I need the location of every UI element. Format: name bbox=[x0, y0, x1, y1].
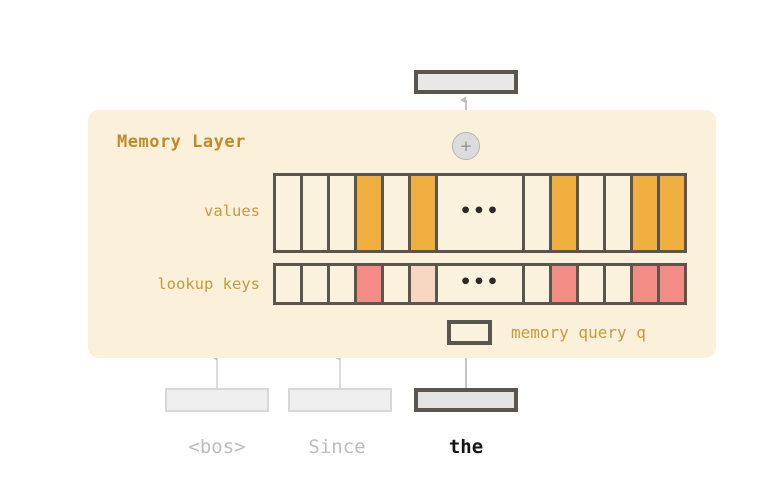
row-label-lookup-keys: lookup keys bbox=[157, 275, 260, 293]
lookup-keys-cell-7 bbox=[525, 266, 549, 302]
memory-query-box[interactable] bbox=[447, 320, 492, 345]
lookup-keys-cell-3 bbox=[357, 266, 381, 302]
lookup-keys-cell-10 bbox=[606, 266, 630, 302]
values-cell-8 bbox=[552, 176, 576, 250]
plus-icon: + bbox=[459, 136, 473, 155]
values-cell-10 bbox=[606, 176, 630, 250]
token-label-bos: <bos> bbox=[188, 436, 246, 458]
memory-query-label: memory query q bbox=[511, 323, 646, 342]
token-box-bos bbox=[165, 388, 269, 412]
lookup-keys-cell-8 bbox=[552, 266, 576, 302]
sum-node: + bbox=[452, 132, 480, 160]
values-cell-1 bbox=[303, 176, 327, 250]
values-ellipsis-cell: ••• bbox=[438, 176, 522, 250]
values-cell-0 bbox=[276, 176, 300, 250]
lookup-keys-ellipsis: ••• bbox=[459, 270, 501, 293]
lookup-keys-cell-12 bbox=[660, 266, 684, 302]
token-label-since: Since bbox=[308, 436, 366, 458]
lookup-keys-row: ••• bbox=[273, 263, 687, 305]
values-cell-9 bbox=[579, 176, 603, 250]
lookup-keys-ellipsis-cell: ••• bbox=[438, 266, 522, 302]
memory-layer-title: Memory Layer bbox=[117, 132, 246, 152]
token-box-the bbox=[414, 388, 518, 412]
lookup-keys-cell-2 bbox=[330, 266, 354, 302]
lookup-keys-cell-1 bbox=[303, 266, 327, 302]
values-cell-7 bbox=[525, 176, 549, 250]
token-box-since bbox=[288, 388, 392, 412]
lookup-keys-cell-11 bbox=[633, 266, 657, 302]
values-cell-2 bbox=[330, 176, 354, 250]
lookup-keys-cell-9 bbox=[579, 266, 603, 302]
values-cell-12 bbox=[660, 176, 684, 250]
lookup-keys-cell-0 bbox=[276, 266, 300, 302]
token-label-the: the bbox=[448, 436, 484, 458]
lookup-keys-cell-5 bbox=[411, 266, 435, 302]
lookup-keys-cell-4 bbox=[384, 266, 408, 302]
values-cell-4 bbox=[384, 176, 408, 250]
row-label-values: values bbox=[204, 202, 260, 220]
values-cell-3 bbox=[357, 176, 381, 250]
values-cell-11 bbox=[633, 176, 657, 250]
output-representation-box bbox=[414, 70, 518, 94]
values-cell-5 bbox=[411, 176, 435, 250]
values-ellipsis: ••• bbox=[459, 199, 501, 222]
values-row: ••• bbox=[273, 173, 687, 253]
